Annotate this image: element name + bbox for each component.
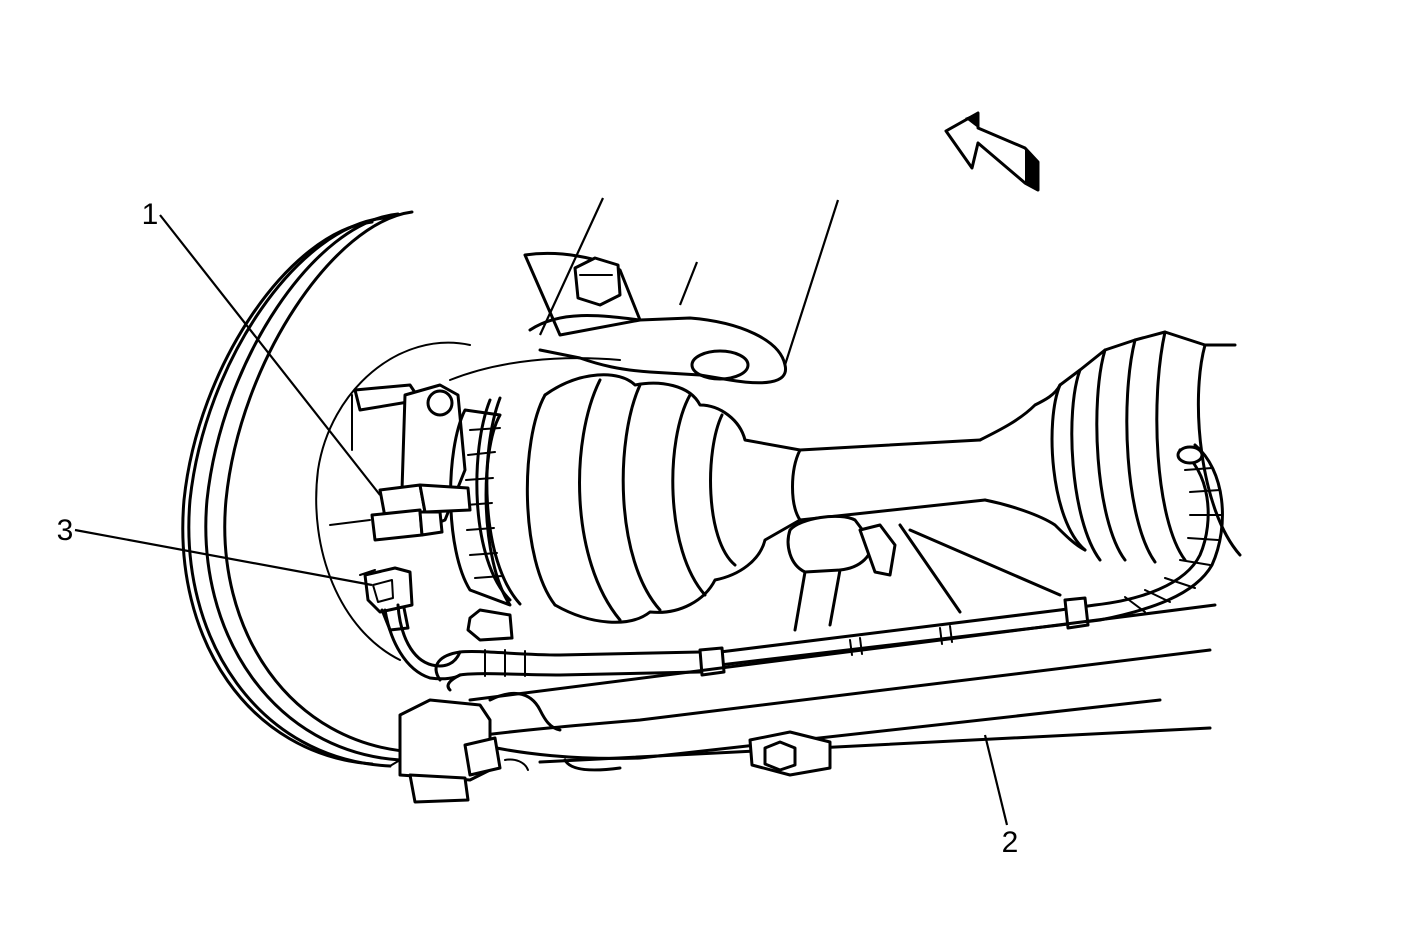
ball-joint: [398, 698, 529, 804]
lower-bolt: [748, 730, 832, 777]
wire-harness: [380, 443, 1224, 692]
callout-3-label: 3: [57, 514, 74, 547]
brake-rotor: [181, 210, 417, 768]
callout-2-leader: [983, 734, 1009, 826]
upper-line-c: [783, 199, 840, 366]
wheel-speed-sensor: [370, 483, 472, 542]
knuckle-bolt: [573, 256, 622, 307]
front-direction-arrow: [944, 111, 1040, 192]
upper-line-a: [539, 197, 604, 336]
callout-3-leader: [74, 528, 373, 587]
upper-line-b: [678, 261, 699, 306]
axle-shaft: [791, 438, 987, 522]
outer-cv-boot: [475, 373, 802, 624]
stabilizer-link: [786, 514, 897, 632]
callout-1-label: 1: [142, 198, 159, 231]
harness-connector: [466, 608, 514, 642]
inner-cv-boot: [978, 330, 1242, 564]
callout-1-leader: [159, 214, 381, 496]
harness-clip: [363, 566, 414, 614]
callout-2-label: 2: [1002, 826, 1019, 859]
